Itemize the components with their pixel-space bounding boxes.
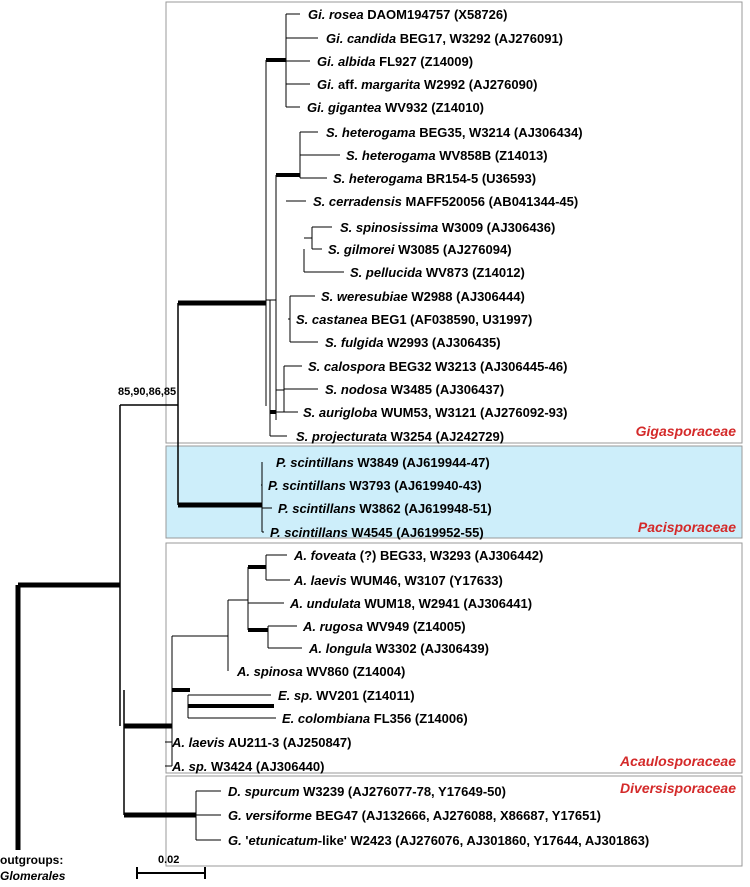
taxon-label: Gi. aff. margarita W2992 (AJ276090)	[317, 77, 537, 92]
outgroup-name: Glomerales	[0, 869, 66, 883]
taxon-label: S. heterogama BEG35, W3214 (AJ306434)	[326, 125, 583, 140]
taxon-label: D. spurcum W3239 (AJ276077-78, Y17649-50…	[228, 784, 506, 799]
tree-branches	[15, 13, 344, 850]
taxon-label: A. sp. W3424 (AJ306440)	[171, 759, 324, 774]
taxon-label: P. scintillans W3793 (AJ619940-43)	[268, 478, 482, 493]
taxon-label: S. calospora BEG32 W3213 (AJ306445-46)	[308, 359, 567, 374]
scale-bar-label: 0.02	[158, 854, 179, 866]
taxon-label: S. weresubiae W2988 (AJ306444)	[321, 289, 525, 304]
taxon-label: A. undulata WUM18, W2941 (AJ306441)	[289, 596, 532, 611]
taxon-label: Gi. rosea DAOM194757 (X58726)	[308, 7, 507, 22]
taxon-label: E. colombiana FL356 (Z14006)	[282, 711, 468, 726]
family-label-pacisporaceae: Pacisporaceae	[638, 519, 736, 535]
gigasporaceae-box	[165, 1, 743, 444]
taxon-label: A. foveata (?) BEG33, W3293 (AJ306442)	[293, 548, 543, 563]
taxon-label: S. heterogama WV858B (Z14013)	[346, 148, 548, 163]
outgroup-label: outgroups:	[0, 853, 63, 867]
taxon-label: E. sp. WV201 (Z14011)	[278, 688, 415, 703]
taxon-label: A. laevis AU211-3 (AJ250847)	[171, 735, 351, 750]
support-value-label: 85,90,86,85	[118, 386, 176, 398]
family-label-diversisporaceae: Diversisporaceae	[620, 780, 736, 796]
taxon-label: S. gilmorei W3085 (AJ276094)	[328, 242, 512, 257]
taxon-label: P. scintillans W3849 (AJ619944-47)	[276, 455, 490, 470]
taxon-label: P. scintillans W3862 (AJ619948-51)	[278, 501, 492, 516]
taxon-label: Gi. albida FL927 (Z14009)	[317, 54, 473, 69]
taxon-labels: Gi. rosea DAOM194757 (X58726) Gi. candida…	[171, 7, 649, 848]
family-label-gigasporaceae: Gigasporaceae	[636, 423, 737, 439]
taxon-label: S. projecturata W3254 (AJ242729)	[296, 429, 504, 444]
taxon-label: S. pellucida WV873 (Z14012)	[350, 265, 525, 280]
taxon-label: G. 'etunicatum-like' W2423 (AJ276076, AJ…	[228, 833, 649, 848]
taxon-label: S. heterogama BR154-5 (U36593)	[333, 171, 536, 186]
taxon-label: G. versiforme BEG47 (AJ132666, AJ276088,…	[228, 808, 601, 823]
taxon-label: S. fulgida W2993 (AJ306435)	[325, 335, 501, 350]
taxon-label: A. spinosa WV860 (Z14004)	[236, 664, 405, 679]
taxon-label: Gi. gigantea WV932 (Z14010)	[307, 100, 484, 115]
taxon-label: S. spinosissima W3009 (AJ306436)	[340, 220, 555, 235]
taxon-label: S. castanea BEG1 (AF038590, U31997)	[296, 312, 532, 327]
taxon-label: A. rugosa WV949 (Z14005)	[302, 619, 466, 634]
taxon-label: Gi. candida BEG17, W3292 (AJ276091)	[326, 31, 563, 46]
acaulosporaceae-box	[165, 542, 743, 774]
taxon-label: A. longula W3302 (AJ306439)	[308, 641, 489, 656]
family-label-acaulosporaceae: Acaulosporaceae	[619, 753, 736, 769]
taxon-label: S. nodosa W3485 (AJ306437)	[325, 382, 504, 397]
diversisporaceae-box	[165, 775, 743, 867]
taxon-label: P. scintillans W4545 (AJ619952-55)	[270, 525, 484, 540]
taxon-label: A. laevis WUM46, W3107 (Y17633)	[293, 573, 503, 588]
taxon-label: S. auriglobа WUM53, W3121 (AJ276092-93)	[303, 405, 567, 420]
taxon-label: S. cerradensis MAFF520056 (AB041344-45)	[313, 194, 578, 209]
